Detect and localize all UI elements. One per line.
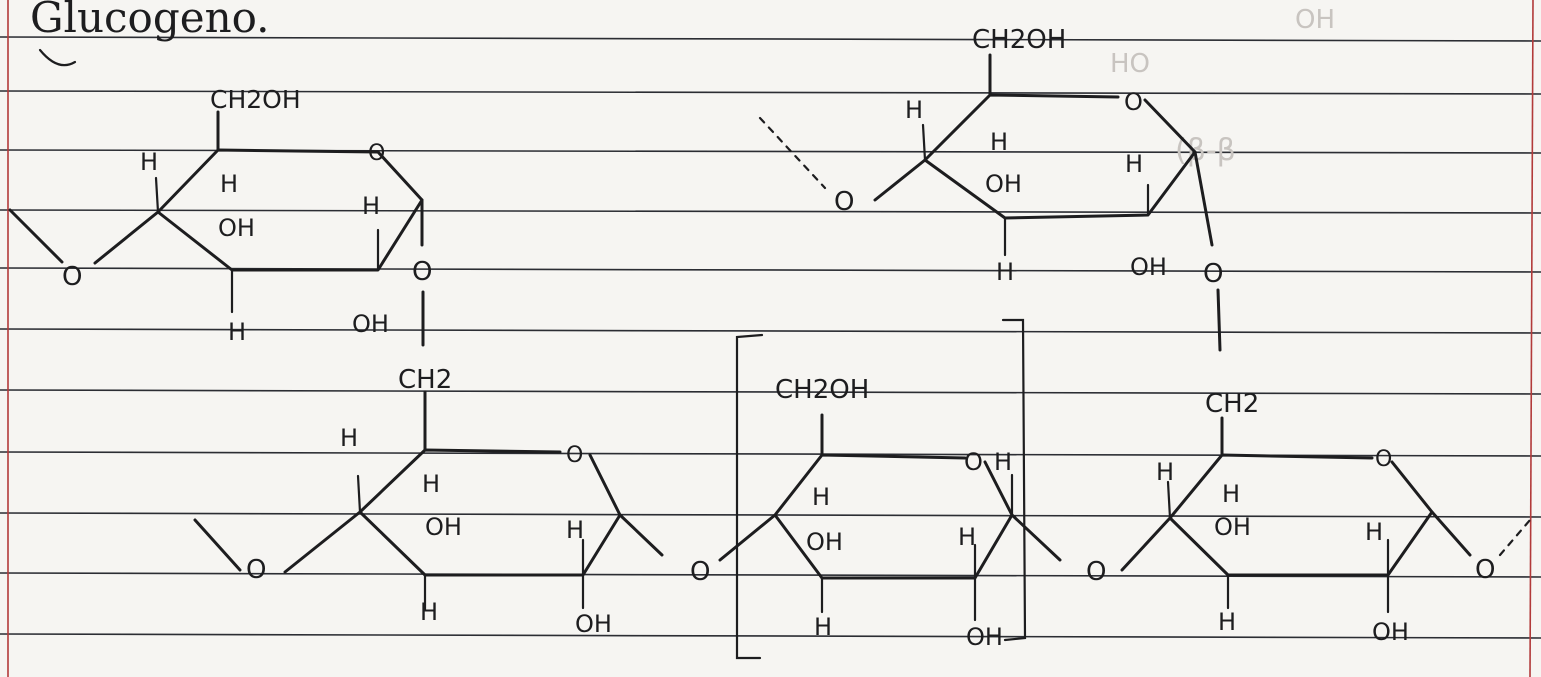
ch2oh-label: CH2OH	[775, 375, 869, 405]
glycosidic-bond	[1430, 510, 1472, 557]
title-underline	[38, 48, 77, 67]
margin-line-right	[1529, 0, 1534, 677]
ring-oxygen-label: O	[566, 443, 583, 468]
glucose-ring-3: CH2 H H OH H O O H OH	[193, 365, 664, 638]
oxygen-label: O	[62, 262, 82, 292]
glucose-ring-4: CH2 H H OH H O O H OH	[1120, 389, 1532, 646]
oh-label: OH	[218, 214, 255, 242]
ring-oxygen-label: O	[964, 448, 983, 476]
rule-line	[0, 328, 1541, 334]
substituent-bond	[154, 176, 160, 214]
h-label: H	[228, 318, 246, 346]
h-label: H	[420, 598, 438, 626]
h-label: H	[140, 148, 158, 176]
ring-oxygen-label: O	[1124, 88, 1143, 116]
h-label: H	[1222, 480, 1240, 508]
substituent-bond	[921, 123, 927, 162]
rule-line	[0, 389, 1541, 395]
ghost-text: HO	[1110, 49, 1150, 79]
h-label: H	[422, 470, 440, 498]
ghost-text: (β-β	[1175, 133, 1236, 168]
glucose-ring-1: CH2OH H H OH H O O O H OH	[8, 85, 432, 347]
ring-oxygen-label: O	[368, 141, 385, 166]
glucose-ring-2: CH2OH H H OH H O O H OH O	[758, 25, 1223, 352]
oxygen-label: O	[1086, 557, 1106, 587]
page-title: Glucogeno.	[30, 0, 270, 42]
substituent-bond	[356, 474, 362, 514]
h-label: H	[220, 170, 238, 198]
oh-label: OH	[575, 610, 612, 638]
h-label: H	[814, 613, 832, 641]
oh-label: OH	[1372, 618, 1409, 646]
h-label: H	[1365, 518, 1383, 546]
h-label: H	[1156, 458, 1174, 486]
h-label: H	[362, 192, 380, 220]
rule-line	[0, 36, 1541, 42]
glucose-ring-repeat: O CH2OH H OH H O H H OH O	[690, 318, 1106, 660]
oxygen-label: O	[1203, 259, 1223, 289]
ring-bond	[93, 148, 424, 272]
ring-oxygen-label: O	[1375, 447, 1392, 472]
oh-label: OH	[985, 170, 1022, 198]
h-label: H	[958, 523, 976, 551]
oh-label: OH	[1214, 513, 1251, 541]
substituent-bond	[1166, 480, 1172, 520]
h-label: H	[994, 448, 1012, 476]
oh-label: OH	[352, 310, 389, 338]
h-label: H	[1125, 150, 1143, 178]
h-label: H	[340, 424, 358, 452]
h-label: H	[1218, 608, 1236, 636]
ghost-text: OH	[1295, 5, 1335, 35]
rule-line	[0, 512, 1541, 518]
oh-label: OH	[425, 513, 462, 541]
ch2oh-label: CH2OH	[210, 85, 301, 114]
glycosidic-bond	[1193, 150, 1214, 247]
oxygen-label: O	[834, 187, 854, 217]
oxygen-label: O	[246, 555, 266, 585]
rule-line	[0, 90, 1541, 95]
oxygen-label: O	[690, 557, 710, 587]
ch2-label: CH2	[398, 365, 452, 395]
bracket-left	[735, 333, 764, 660]
bracket-right	[1001, 318, 1027, 642]
oxygen-label: O	[1475, 555, 1495, 585]
ch2-label: CH2	[1205, 389, 1259, 419]
chain-continuation	[758, 116, 827, 190]
glycosidic-bond	[618, 513, 664, 557]
oxygen-label: O	[412, 257, 432, 287]
oh-label: OH	[966, 623, 1003, 651]
h-label: H	[990, 128, 1008, 156]
oh-label: OH	[806, 528, 843, 556]
oh-label: OH	[1130, 253, 1167, 281]
rule-line	[0, 209, 1541, 214]
h-label: H	[996, 258, 1014, 286]
h-label: H	[812, 483, 830, 511]
h-label: H	[566, 516, 584, 544]
ch2oh-label: CH2OH	[972, 25, 1066, 55]
glycosidic-bond	[1010, 513, 1062, 562]
chain-continuation	[1498, 518, 1532, 557]
glycosidic-bond	[1216, 288, 1222, 352]
glycosidic-bond	[8, 208, 64, 264]
rule-line	[0, 633, 1541, 639]
h-label: H	[905, 96, 923, 124]
show-through: HO (β-β OH	[1110, 5, 1335, 168]
